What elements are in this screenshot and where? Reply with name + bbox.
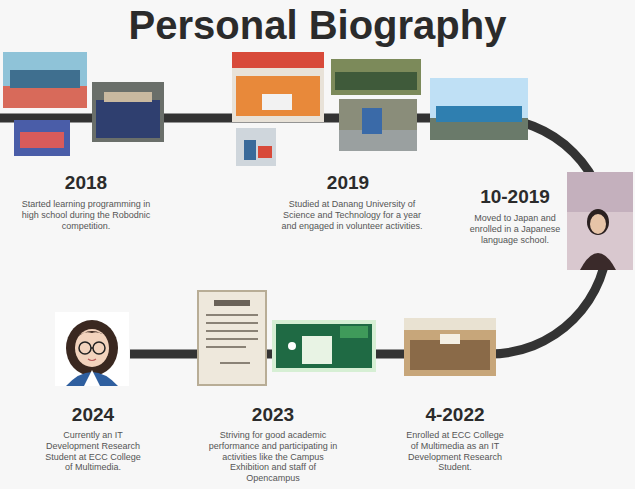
photo [236, 128, 276, 166]
photo [232, 52, 324, 122]
photo [14, 120, 70, 156]
event-description: Enrolled at ECC College of Multimedia as… [405, 430, 505, 473]
photo [339, 99, 417, 151]
photo [92, 82, 164, 142]
photo [567, 172, 633, 270]
year-heading: 2018 [26, 172, 146, 194]
event-description: Started learning programming in high sch… [21, 199, 151, 231]
certificate-photo [198, 291, 266, 385]
page-title: Personal Biography [0, 2, 635, 48]
photo [430, 78, 528, 140]
year-heading: 2024 [38, 404, 148, 426]
event-description: Currently an IT Development Research Stu… [43, 430, 143, 473]
avatar-illustration [55, 312, 129, 386]
event-description: Moved to Japan and enrolled in a Japanes… [466, 213, 564, 245]
photo [3, 52, 87, 108]
screenshot [272, 320, 376, 372]
year-heading: 4-2022 [400, 404, 510, 426]
photo [404, 318, 496, 376]
photo [331, 59, 421, 95]
year-heading: 2019 [288, 172, 408, 194]
event-description: Striving for good academic performance a… [203, 430, 343, 484]
event-description: Studied at Danang University of Science … [277, 199, 427, 231]
year-heading: 2023 [218, 404, 328, 426]
year-heading: 10-2019 [465, 186, 565, 208]
